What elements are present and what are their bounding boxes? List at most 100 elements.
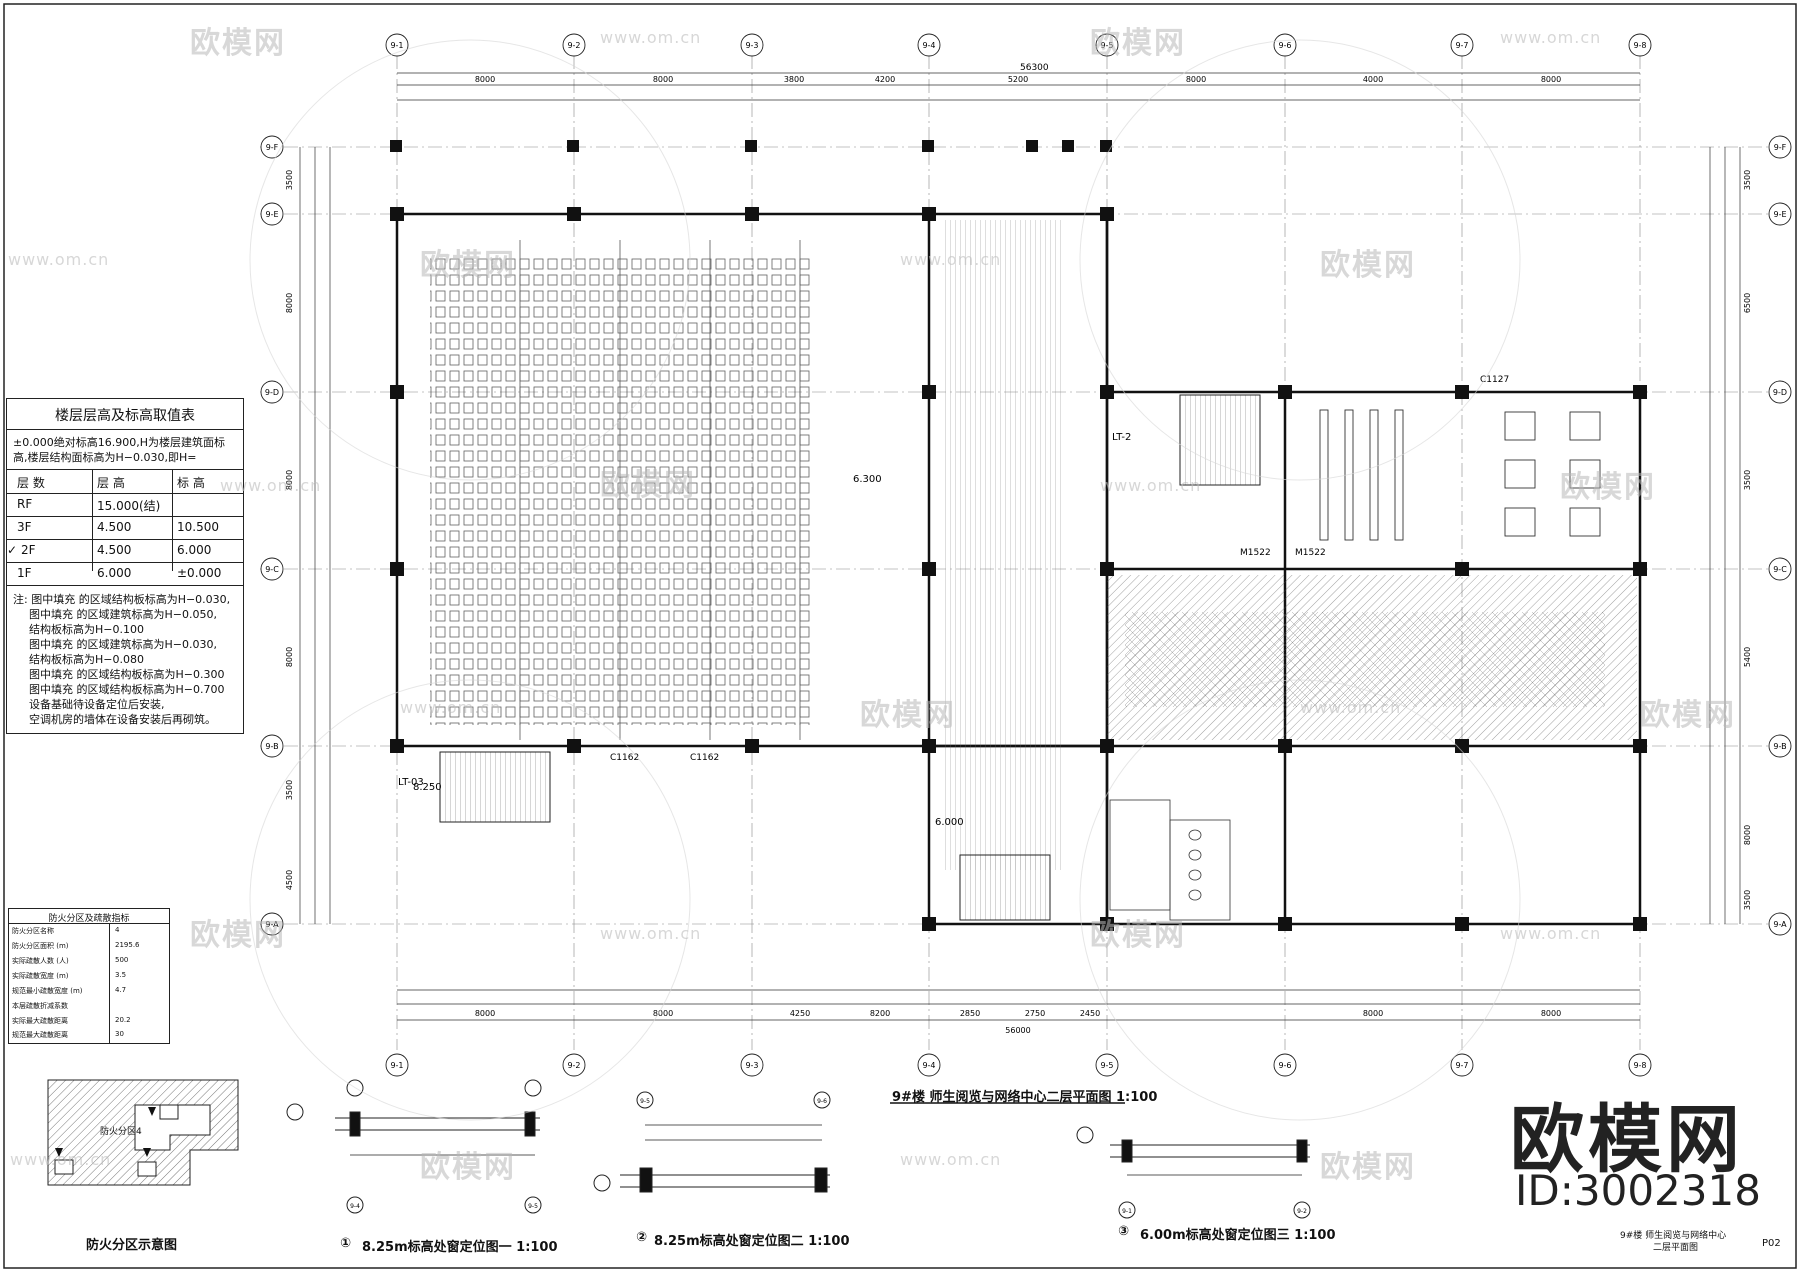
legend-row-rf-floor: RF — [17, 497, 33, 511]
legend-note-3: 结构板标高为H−0.100 — [29, 623, 144, 636]
detail-plan-3-axes: 9-1 9-2 — [1122, 1208, 1307, 1215]
fire-row-1-label: 防火分区名称 — [12, 927, 54, 935]
legend-header-floor: 层 数 — [17, 476, 45, 490]
legend-row-1f-height: 6.000 — [97, 566, 132, 580]
sheet-code: P02 — [1762, 1238, 1781, 1249]
label-win-c1162-b: C1162 — [690, 753, 719, 763]
dim-right-1: 3500 — [1743, 170, 1752, 190]
dim-text-bottom: 8000 8000 4250 8200 2850 2750 2450 8000 … — [475, 1009, 1561, 1035]
dim-top-6: 8000 — [1186, 75, 1206, 84]
detail-1-axis-b: 9-5 — [528, 1203, 538, 1210]
detail-plan-2-axes: 9-5 9-6 — [640, 1098, 827, 1105]
dim-left-6: 4500 — [285, 870, 294, 890]
legend-row-3f-floor: 3F — [17, 520, 32, 534]
watermark-8: 欧模网 — [1640, 698, 1736, 733]
axis-labels-right: 9-F 9-E 9-D 9-C 9-B 9-A — [1773, 143, 1787, 929]
dim-bottom-6: 2750 — [1025, 1009, 1045, 1018]
detail-1-axis-a: 9-4 — [350, 1203, 360, 1210]
axis-bubbles-left — [260, 135, 284, 936]
legend-row-2f-height: 4.500 — [97, 543, 132, 557]
detail-1-num: ① — [340, 1236, 352, 1251]
dim-text-top: 8000 8000 3800 4200 5200 8000 4000 8000 — [475, 75, 1561, 84]
sheet-title-2: 二层平面图 — [1653, 1243, 1699, 1253]
stair-right — [1179, 394, 1261, 486]
fire-row-8-value: 30 — [115, 1030, 124, 1038]
legend-note-8: 设备基础待设备定位后安装, — [29, 698, 165, 711]
detail-plan-1-axes: 9-4 9-5 — [350, 1203, 538, 1210]
fire-row-2-label: 防火分区面积 (m) — [12, 942, 69, 950]
axis-bottom-8: 9-8 — [1633, 1061, 1646, 1070]
fire-row-3-value: 500 — [115, 956, 129, 964]
legend-header-level: 标 高 — [177, 476, 205, 490]
legend-row-rf-height: 15.000(结) — [97, 499, 161, 513]
detail-2-axis-b: 9-6 — [817, 1098, 827, 1105]
dim-right-4: 5400 — [1743, 647, 1752, 667]
watermark-url-8: www.om.cn — [1300, 698, 1402, 717]
watermark-2: 欧模网 — [1090, 26, 1186, 61]
detail-3-axis-a: 9-1 — [1122, 1208, 1132, 1215]
detail-plan-3 — [1076, 1126, 1311, 1219]
label-total-top: 56300 — [1020, 63, 1049, 73]
label-level-6300: 6.300 — [853, 474, 882, 485]
axis-bottom-6: 9-6 — [1278, 1061, 1291, 1070]
corridor-ramp — [945, 220, 1065, 870]
axis-bubbles-top — [385, 33, 1652, 57]
dim-text-right: 3500 6500 3500 5400 8000 3500 — [1743, 170, 1752, 910]
dim-right-3: 3500 — [1743, 470, 1752, 490]
dim-top-2: 8000 — [653, 75, 673, 84]
axis-right-b: 9-B — [1773, 742, 1786, 751]
main-title: 9#楼 师生阅览与网络中心二层平面图 1:100 — [892, 1090, 1158, 1105]
dim-top-7: 4000 — [1363, 75, 1383, 84]
watermark-11: 欧模网 — [420, 1150, 516, 1185]
label-stair1: LT-03 — [398, 777, 424, 788]
fire-row-5-value: 4.7 — [115, 986, 127, 994]
axis-bottom-2: 9-2 — [567, 1061, 580, 1070]
dim-text-left: 3500 8000 8000 8000 3500 4500 — [285, 170, 294, 890]
axis-right-c: 9-C — [1773, 565, 1787, 574]
axis-left-f: 9-F — [266, 143, 279, 152]
axis-top-4: 9-4 — [922, 41, 935, 50]
dims-left — [299, 147, 331, 924]
axis-labels-bottom: 9-1 9-2 9-3 9-4 9-5 9-6 9-7 9-8 — [390, 1061, 1646, 1070]
dim-left-4: 8000 — [285, 647, 294, 667]
axis-left-b: 9-B — [265, 742, 278, 751]
detail-2-title: 8.25m标高处窗定位图二 1:100 — [654, 1234, 850, 1249]
legend-note-9: 空调机房的墙体在设备安装后再砌筑。 — [29, 713, 216, 726]
legend-note-7: 图中填充 的区域结构板标高为H−0.700 — [29, 683, 225, 696]
fire-row-7-value: 20.2 — [115, 1016, 131, 1024]
legend-row-3f-height: 4.500 — [97, 520, 132, 534]
axis-bottom-3: 9-3 — [745, 1061, 758, 1070]
hall-aisles — [519, 240, 801, 740]
detail-1-title: 8.25m标高处窗定位图一 1:100 — [362, 1240, 558, 1255]
axis-top-8: 9-8 — [1633, 41, 1646, 50]
axis-bubbles-right — [1768, 135, 1792, 936]
label-win-m1522-a: M1522 — [1240, 548, 1271, 558]
fire-table: 防火分区及疏散指标 防火分区名称 4 防火分区面积 (m) 2195.6 实际疏… — [8, 908, 170, 1044]
axis-bottom-5: 9-5 — [1100, 1061, 1113, 1070]
dim-top-5: 5200 — [1008, 75, 1028, 84]
dim-bottom-9: 8000 — [1541, 1009, 1561, 1018]
fire-row-4-value: 3.5 — [115, 971, 127, 979]
stair-left — [439, 751, 551, 823]
axis-top-3: 9-3 — [745, 41, 758, 50]
watermark-url-7: www.om.cn — [400, 698, 502, 717]
legend-note-5: 结构板标高为H−0.080 — [29, 653, 144, 666]
watermark-url-5: www.om.cn — [220, 476, 322, 495]
watermark-url-6: www.om.cn — [1100, 476, 1202, 495]
watermark-url-2: www.om.cn — [1500, 28, 1602, 47]
dim-bottom-8: 8000 — [1363, 1009, 1383, 1018]
watermark-1: 欧模网 — [190, 26, 286, 61]
axis-right-f: 9-F — [1774, 143, 1787, 152]
watermark-3: 欧模网 — [420, 248, 516, 283]
watermark-url-12: www.om.cn — [900, 1150, 1002, 1169]
dim-bottom-3: 4250 — [790, 1009, 810, 1018]
detail-plan-2 — [593, 1091, 831, 1193]
watermark-7: 欧模网 — [860, 698, 956, 733]
detail-3-title: 6.00m标高处窗定位图三 1:100 — [1140, 1228, 1336, 1243]
fire-row-3-label: 实际疏散人数 (人) — [12, 957, 69, 965]
axis-bubbles-bottom — [385, 1053, 1652, 1077]
dim-top-8: 8000 — [1541, 75, 1561, 84]
axis-left-d: 9-D — [265, 388, 279, 397]
axis-left-e: 9-E — [265, 210, 278, 219]
